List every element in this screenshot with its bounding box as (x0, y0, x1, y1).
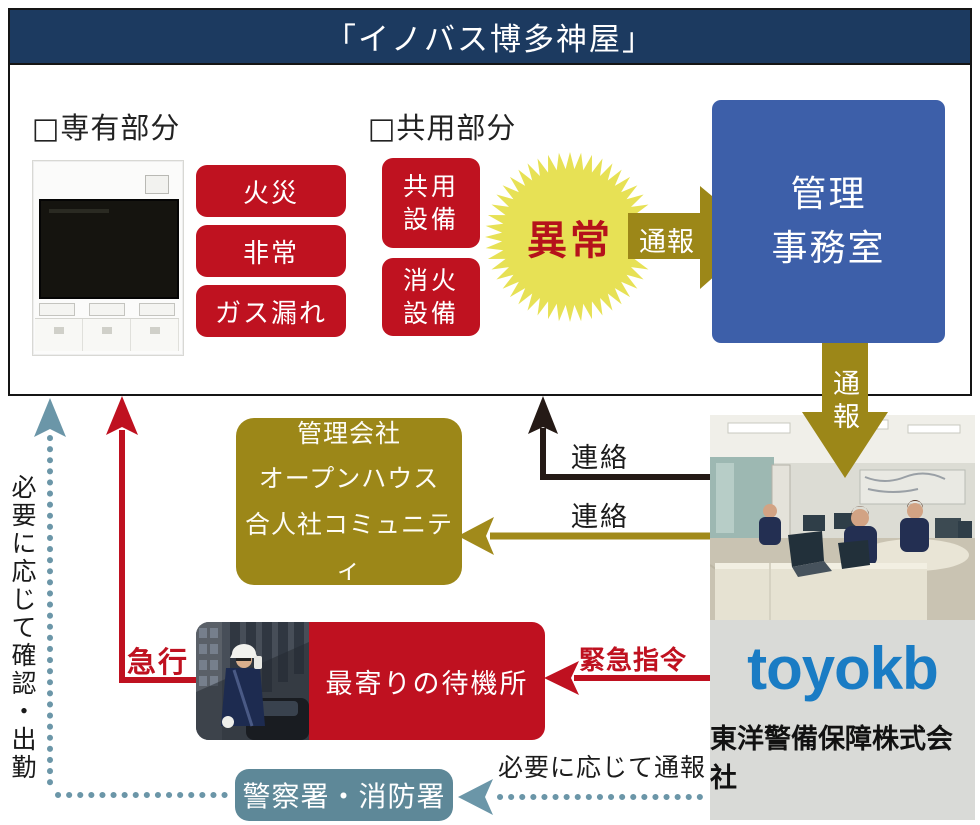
private-section-label: □専有部分 (32, 111, 181, 145)
intercom-screen (39, 199, 179, 299)
police-fire-box: 警察署・消防署 (235, 769, 453, 821)
mgmt-line2: オープンハウス (258, 464, 440, 493)
emergency-order-label: 緊急指令 (578, 646, 687, 676)
confirm-dispatch-note: 必要に応じて確認・出勤 (8, 474, 37, 782)
contact-left-label: 連絡 (571, 502, 629, 533)
mgmt-line1: 管理会社 (296, 418, 401, 448)
common-facility-line2: 設備 (402, 205, 459, 234)
dotted-up-arrowhead-icon (34, 398, 66, 437)
alarm-common-facility-button: 共用 設備 (382, 158, 480, 248)
intercom-label-strip (39, 303, 175, 316)
dotted-left-arrowhead-icon (458, 779, 493, 815)
report-as-needed-note: 必要に応じて通報 (498, 753, 707, 782)
toyokb-logo: toyokb (747, 635, 939, 702)
common-section-label: □共用部分 (368, 111, 517, 145)
report-down-arrow-icon (802, 343, 888, 478)
alarm-emergency-button: 非常 (196, 225, 346, 277)
alarm-fire-facility-button: 消火 設備 (382, 258, 480, 336)
office-line2: 事務室 (771, 227, 886, 269)
alarm-gasleak-button: ガス漏れ (196, 285, 346, 337)
security-guard-photo (196, 622, 309, 740)
alert-burst-icon (485, 152, 655, 322)
fire-facility-line2: 設備 (402, 299, 459, 328)
fire-facility-line1: 消火 (402, 266, 459, 295)
company-name: 東洋警備保障株式会社 (710, 724, 953, 793)
intercom-keys (35, 318, 179, 351)
title-bar: 「イノバス博多神屋」 (10, 10, 970, 65)
alert-burst-label: 異常 (527, 217, 613, 264)
standby-station-box: 最寄りの待機所 (309, 622, 545, 740)
contact-left-arrowhead-icon (458, 517, 494, 555)
alarm-fire-button: 火災 (196, 165, 346, 217)
contact-up-line (540, 428, 712, 480)
report-down-label: 通報 (828, 369, 859, 435)
management-office-box: 管理 事務室 (712, 100, 945, 343)
intercom-device-photo (32, 160, 184, 356)
common-facility-line1: 共用 (402, 172, 459, 201)
management-company-box: 管理会社 オープンハウス 合人社コミュニティ (236, 418, 462, 585)
mgmt-line3: 合人社コミュニティ (244, 509, 453, 585)
page-title: 「イノバス博多神屋」 (325, 22, 655, 58)
rush-arrowhead-icon (106, 396, 138, 435)
report-arrow-label: 通報 (639, 227, 695, 258)
rush-label: 急行 (127, 645, 190, 679)
office-line1: 管理 (790, 173, 867, 215)
rush-line (119, 430, 198, 683)
intercom-record-button (145, 175, 169, 194)
emergency-arrowhead-icon (544, 661, 579, 695)
contact-up-arrowhead-icon (528, 396, 558, 434)
security-company-panel: toyokb 東洋警備保障株式会社 (710, 620, 975, 820)
contact-up-label: 連絡 (571, 443, 629, 474)
